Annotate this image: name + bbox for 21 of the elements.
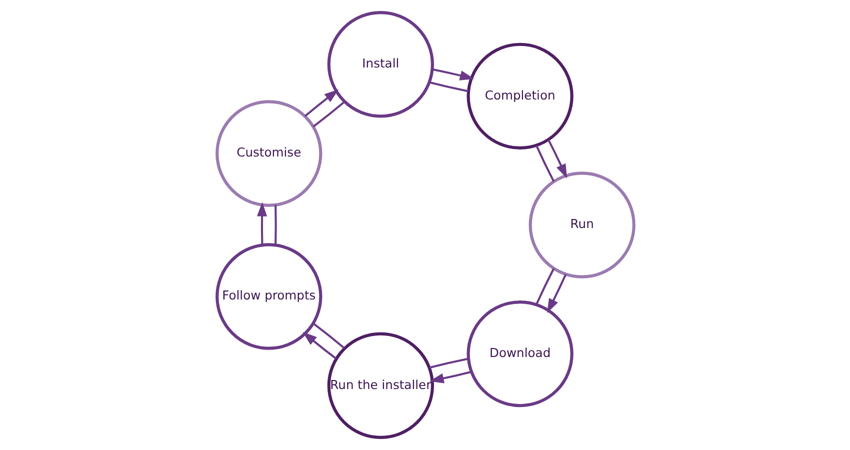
- arrow: [546, 274, 566, 314]
- node-circle: Run the installer: [326, 332, 434, 439]
- node-circle: Download: [466, 300, 573, 408]
- arrow: [304, 89, 338, 117]
- node-circle: Run: [528, 172, 635, 278]
- connector: [534, 268, 554, 305]
- connector: [535, 145, 554, 182]
- node-circle: Install: [326, 11, 434, 118]
- connector: [312, 100, 345, 128]
- arrow: [428, 370, 471, 384]
- arrow: [432, 68, 474, 80]
- arrow: [547, 139, 567, 178]
- connector: [274, 205, 276, 245]
- node-circle: Customise: [215, 100, 322, 207]
- connector: [312, 322, 345, 350]
- arrow: [302, 332, 336, 360]
- node-circle: Completion: [466, 42, 573, 150]
- connector: [428, 358, 468, 369]
- arrow: [256, 202, 267, 245]
- connector: [428, 81, 468, 92]
- node-circle: Follow prompts: [215, 243, 322, 350]
